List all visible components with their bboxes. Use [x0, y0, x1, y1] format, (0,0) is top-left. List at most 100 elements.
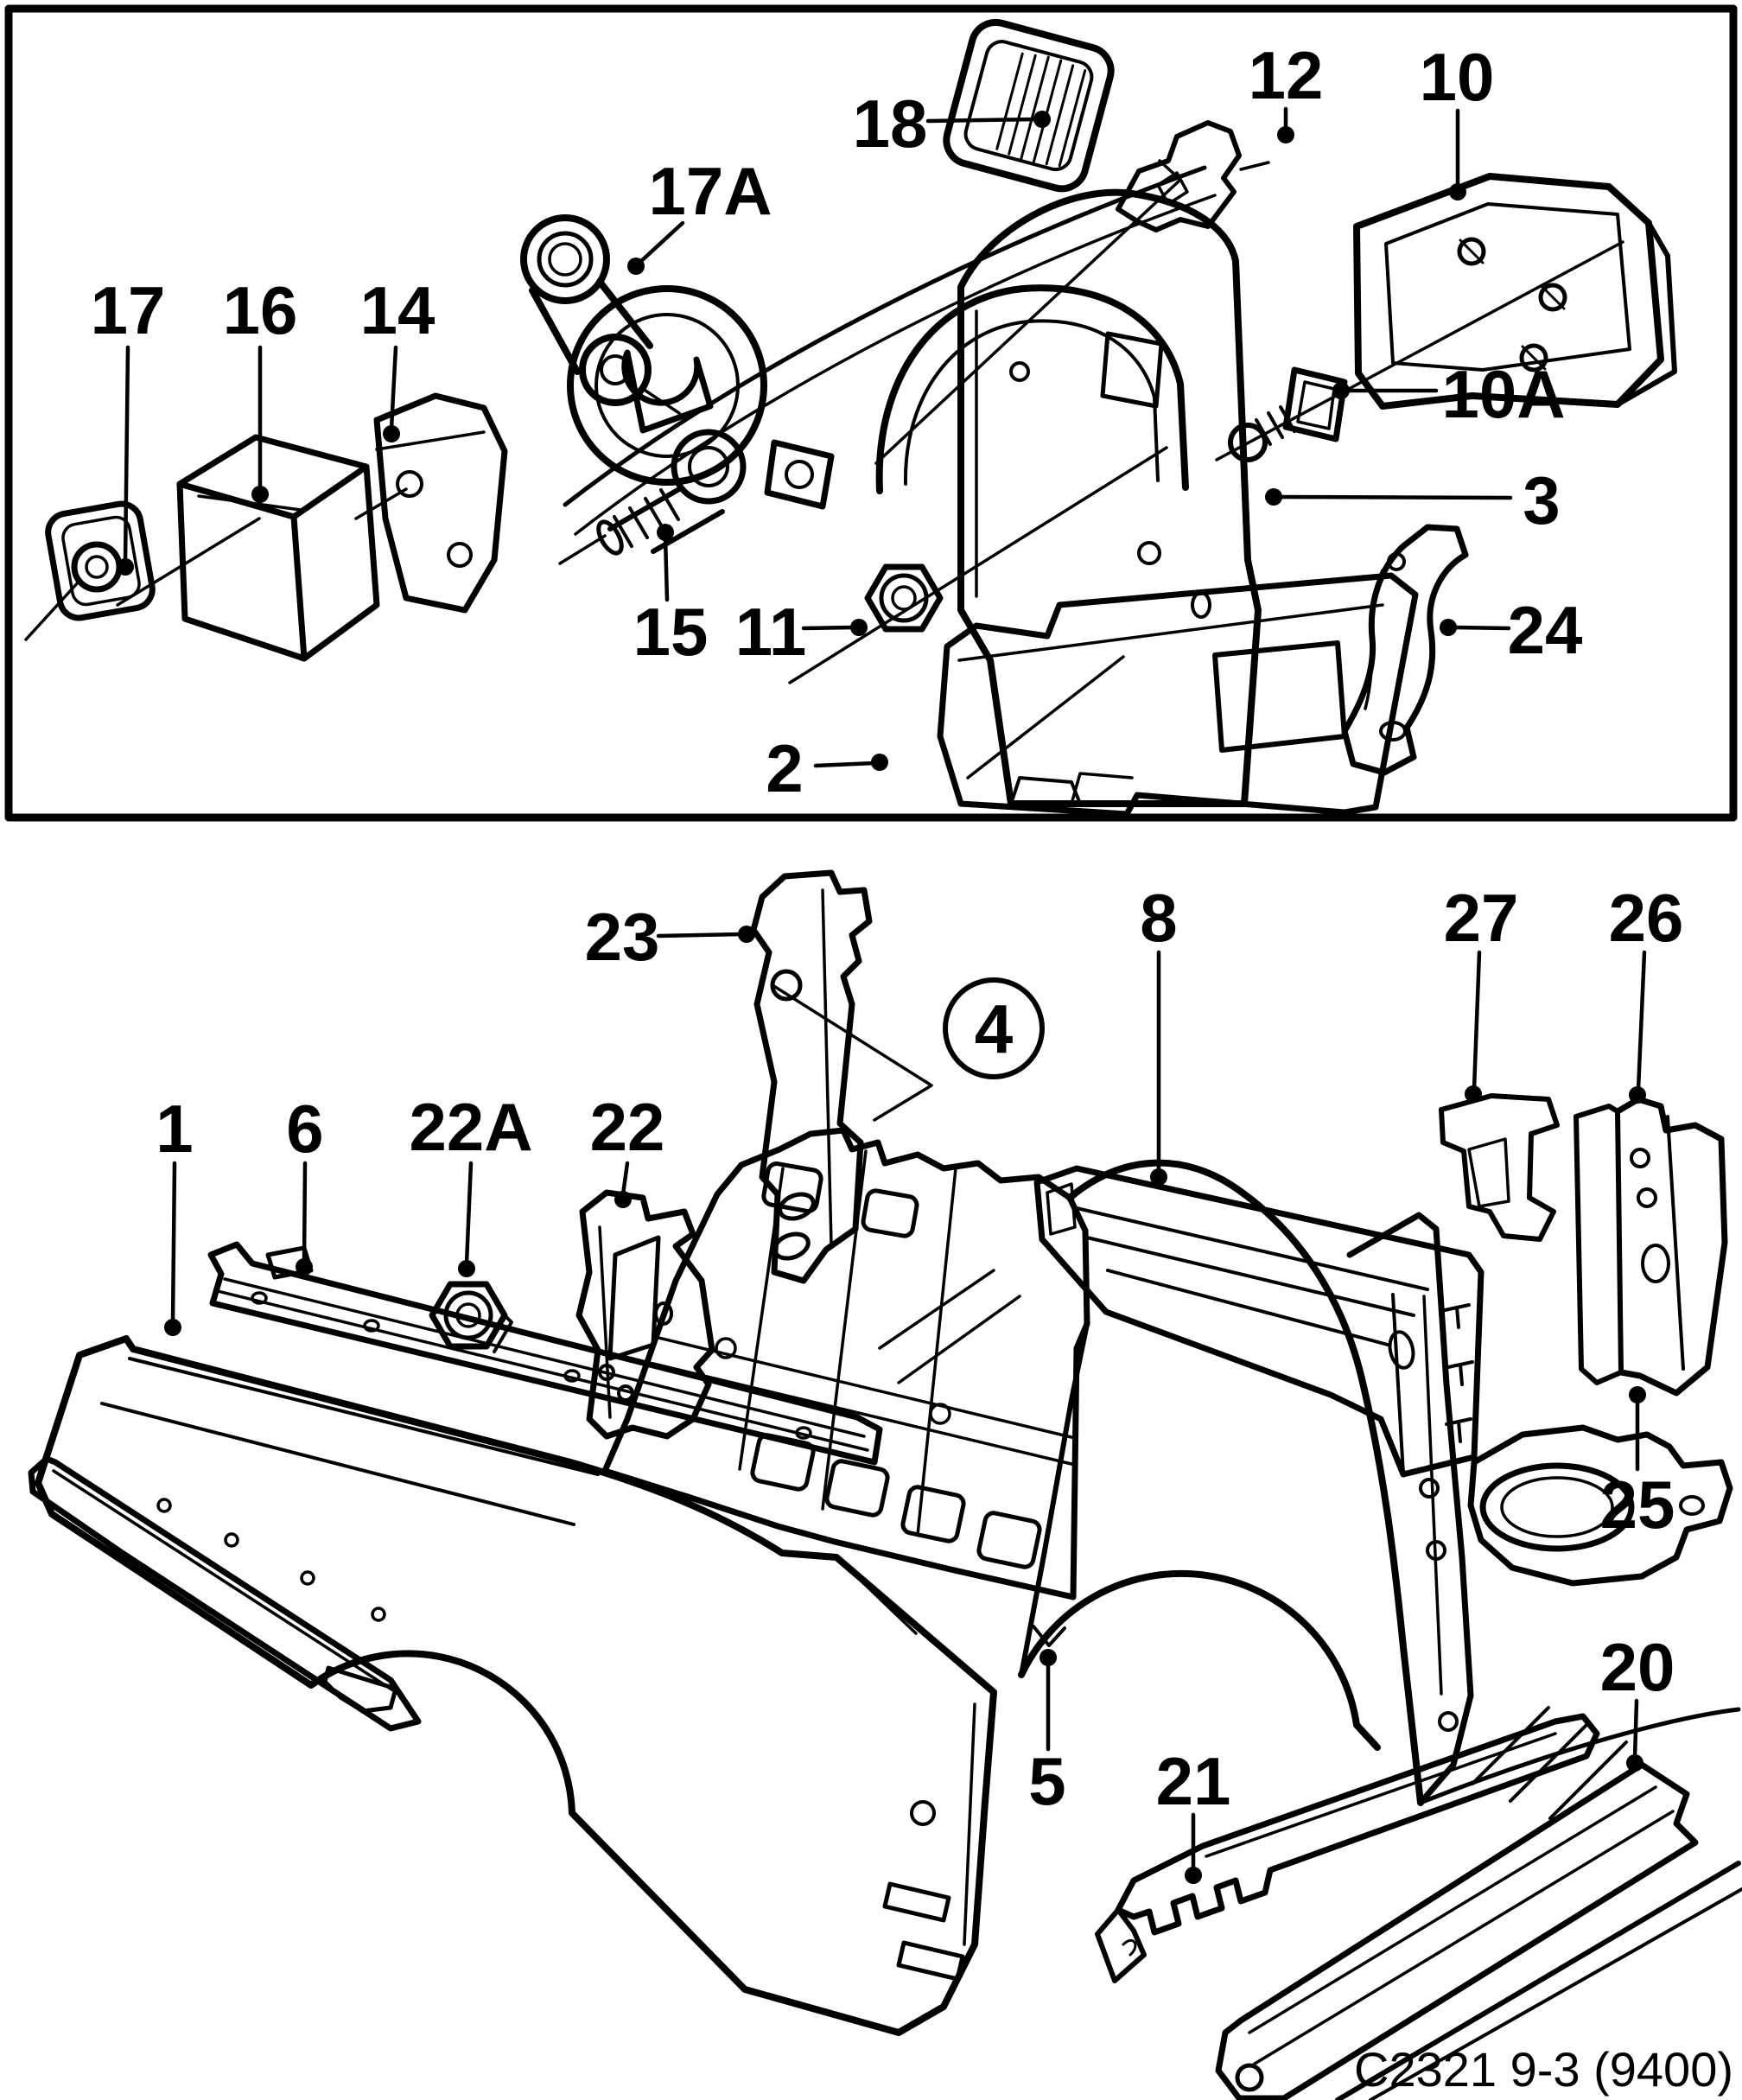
leader-17-dot: [117, 558, 134, 576]
callout-23-label: 23: [585, 899, 660, 975]
leader-17: [123, 345, 130, 564]
callout-22a: 22A: [409, 1089, 533, 1277]
leader-23: [656, 932, 744, 939]
leader-2-dot: [871, 754, 888, 771]
callout-17: 17: [91, 272, 166, 576]
leader-15-dot: [657, 524, 674, 541]
callout-17a: 17A: [627, 153, 772, 275]
callout-10a: 10A: [1332, 356, 1566, 432]
callout-10-label: 10: [1420, 39, 1495, 115]
callout-20: 20: [1600, 1629, 1675, 1772]
callout-6-label: 6: [286, 1091, 323, 1167]
leader-3-dot: [1265, 488, 1282, 506]
callout-17-label: 17: [91, 272, 166, 348]
callout-3: 3: [1265, 462, 1561, 538]
callout-3-label: 3: [1523, 462, 1560, 538]
callout-14: 14: [360, 272, 436, 442]
leader-25-dot: [1629, 1386, 1646, 1403]
leader-22-dot: [614, 1191, 632, 1208]
callout-11: 11: [735, 594, 868, 670]
leader-15: [663, 535, 670, 602]
leader-22a-dot: [458, 1260, 475, 1277]
callout-12-label: 12: [1249, 37, 1324, 113]
part-17-grommet-drawing: [24, 500, 156, 641]
top-panel-border: [4, 4, 1738, 822]
leader-17a: [637, 220, 685, 265]
callout-27-label: 27: [1444, 880, 1519, 956]
part-27-bracket-drawing: [1439, 1093, 1560, 1242]
leader-24-dot: [1440, 619, 1457, 636]
callout-26-label: 26: [1609, 880, 1684, 956]
callout-21-label: 21: [1156, 1743, 1231, 1819]
callout-15-label: 15: [633, 594, 709, 670]
callout-4-circled: 4: [771, 977, 1045, 1122]
leader-10-dot: [1449, 183, 1466, 200]
leader-20-dot: [1626, 1754, 1643, 1772]
callout-1: 1: [156, 1091, 194, 1336]
callout-25-label: 25: [1600, 1467, 1675, 1543]
part-3-inner-panel-drawing: [788, 188, 1262, 807]
part-15-bolt-drawing: [558, 429, 747, 565]
callout-2-label: 2: [766, 730, 803, 806]
leader-18: [925, 117, 1039, 124]
leader-22a: [464, 1161, 474, 1266]
callout-22a-label: 22A: [409, 1089, 532, 1165]
leader-11: [801, 625, 856, 631]
callout-8: 8: [1140, 880, 1178, 1186]
part-5-bulkhead-wheelhouse-drawing: [601, 1127, 1741, 1820]
leader-14: [389, 345, 398, 431]
part-23-bracket-drawing: [750, 869, 873, 1284]
leader-3: [1276, 494, 1513, 500]
callout-5-label: 5: [1028, 1743, 1065, 1819]
callout-10a-label: 10A: [1441, 356, 1565, 432]
callout-21: 21: [1156, 1743, 1231, 1884]
callout-26: 26: [1609, 880, 1684, 1104]
callout-18: 18: [853, 86, 1051, 162]
leader-24: [1451, 625, 1511, 631]
part-25-bracket-drawing: [1467, 1424, 1733, 1587]
reference-chevron-4: [771, 983, 933, 1122]
callout-22: 22: [590, 1089, 665, 1208]
callout-25: 25: [1600, 1386, 1675, 1543]
callout-4-label: 4: [975, 990, 1014, 1067]
callout-24: 24: [1440, 592, 1582, 668]
leader-27-dot: [1465, 1085, 1482, 1103]
leader-1-dot: [164, 1319, 181, 1336]
leader-6-dot: [296, 1258, 313, 1276]
leader-21-dot: [1185, 1867, 1202, 1884]
top-panel: 17 16 14 17A 18 12 1: [4, 4, 1738, 822]
leader-23-dot: [738, 926, 755, 943]
callout-11-label: 11: [735, 594, 806, 670]
callout-16-label: 16: [223, 272, 298, 348]
callout-2: 2: [766, 730, 888, 806]
leader-16-dot: [251, 486, 269, 503]
part-2-trim-panel-drawing: [937, 572, 1419, 818]
part-20-sill-strip-drawing: [1215, 1761, 1742, 2100]
leader-11-dot: [850, 619, 868, 636]
part-26-plate-drawing: [1574, 1096, 1728, 1397]
leader-26-dot: [1629, 1086, 1646, 1104]
bottom-section: 4: [28, 869, 1742, 2100]
callout-16: 16: [223, 272, 298, 503]
callout-14-label: 14: [360, 272, 436, 348]
part-11-nut-drawing: [864, 563, 944, 633]
leader-27: [1472, 950, 1482, 1091]
part-16-bracket-drawing: [116, 434, 380, 662]
leader-6: [302, 1161, 308, 1264]
part-1-quarter-panel-drawing: [28, 1335, 997, 2036]
leader-5-dot: [1039, 1649, 1057, 1666]
part-17a-link-drawing: [520, 214, 681, 415]
leader-17a-dot: [627, 258, 645, 275]
callout-15: 15: [633, 524, 709, 670]
callout-5: 5: [1028, 1649, 1066, 1819]
leader-22: [620, 1161, 630, 1197]
part-10a-bolt-drawing: [1215, 240, 1624, 462]
callout-27: 27: [1444, 880, 1519, 1103]
leader-26: [1636, 950, 1647, 1092]
part-6-rail-drawing: [207, 1241, 883, 1466]
part-21-rail-drawing: [1095, 1713, 1600, 1983]
callout-22-label: 22: [590, 1089, 665, 1165]
callout-24-label: 24: [1508, 592, 1583, 668]
callout-18-label: 18: [853, 86, 928, 162]
